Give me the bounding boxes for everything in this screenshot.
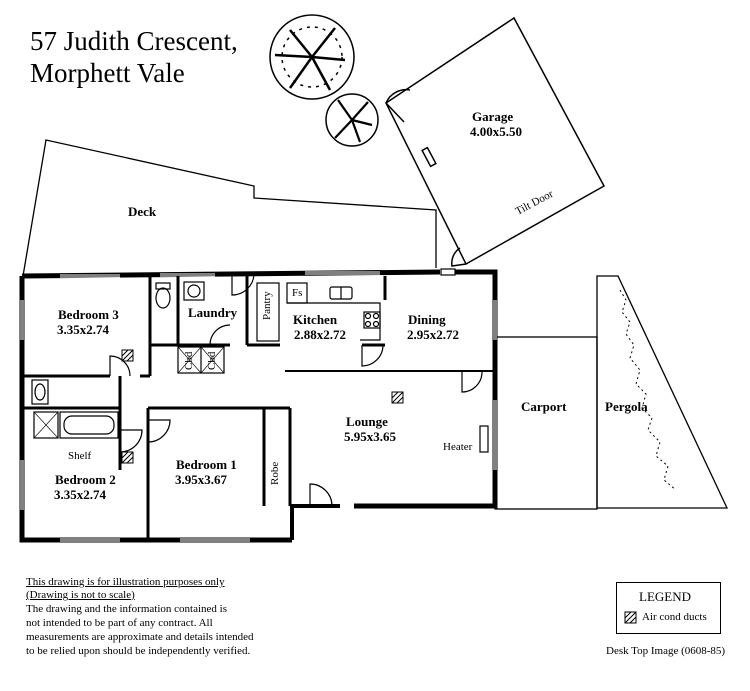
bedroom2-label: Bedroom 2 — [55, 472, 116, 487]
garage-label: Garage — [472, 109, 514, 124]
door-swings — [109, 268, 483, 507]
robe-label: Robe — [269, 461, 281, 485]
page-title: 57 Judith Crescent, — [30, 26, 238, 56]
carport-label: Carport — [521, 399, 567, 414]
disclaimer-line: (Drawing is not to scale) — [26, 589, 135, 601]
disclaimer-line: The drawing and the information containe… — [26, 603, 227, 615]
disclaimer-line: to be relied upon should be independentl… — [26, 645, 251, 657]
bedroom1-label: Bedroom 1 — [176, 457, 237, 472]
kitchen-dim: 2.88x2.72 — [294, 327, 346, 342]
disclaimer-line: measurements are approximate and details… — [26, 631, 254, 643]
disclaimer-line: not intended to be part of any contract.… — [26, 617, 213, 629]
legend-item-label: Air cond ducts — [642, 611, 707, 623]
legend: LEGEND Air cond ducts — [616, 582, 721, 634]
tree-icon — [269, 14, 355, 100]
house-walls — [19, 269, 498, 543]
legend-title: LEGEND — [639, 589, 691, 604]
dining-label: Dining — [408, 312, 446, 327]
lounge-dim: 5.95x3.65 — [344, 429, 396, 444]
cupboard-label: Cbd — [183, 351, 195, 370]
pergola-label: Pergola — [605, 399, 648, 414]
footer-code: Desk Top Image (0608-85) — [606, 645, 726, 657]
heater-label: Heater — [443, 441, 473, 453]
lounge-label: Lounge — [346, 414, 388, 429]
cupboard-label: Cbd — [206, 351, 218, 370]
bedroom1-dim: 3.95x3.67 — [175, 472, 227, 487]
air-cond-duct-icon — [624, 611, 637, 624]
kitchen-label: Kitchen — [293, 312, 338, 327]
tree-icon — [325, 93, 379, 147]
bedroom3-dim: 3.35x2.74 — [57, 322, 109, 337]
pantry-label: Pantry — [261, 291, 273, 320]
interior-walls — [22, 272, 495, 540]
disclaimer-line: This drawing is for illustration purpose… — [26, 576, 225, 588]
air-cond-duct-icon — [121, 349, 404, 464]
garage-dim: 4.00x5.50 — [470, 124, 522, 139]
page-subtitle: Morphett Vale — [30, 58, 185, 88]
pergola-outline — [596, 275, 729, 509]
dining-dim: 2.95x2.72 — [407, 327, 459, 342]
shelf-label: Shelf — [68, 450, 92, 462]
bedroom2-dim: 3.35x2.74 — [54, 487, 106, 502]
fridge-space-label: Fs — [292, 287, 303, 299]
carport-outline — [494, 336, 598, 510]
garage-outline — [385, 16, 606, 267]
laundry-label: Laundry — [188, 305, 238, 320]
deck-outline — [22, 139, 437, 277]
fixtures — [31, 281, 489, 453]
bedroom3-label: Bedroom 3 — [58, 307, 119, 322]
deck-label: Deck — [128, 204, 157, 219]
